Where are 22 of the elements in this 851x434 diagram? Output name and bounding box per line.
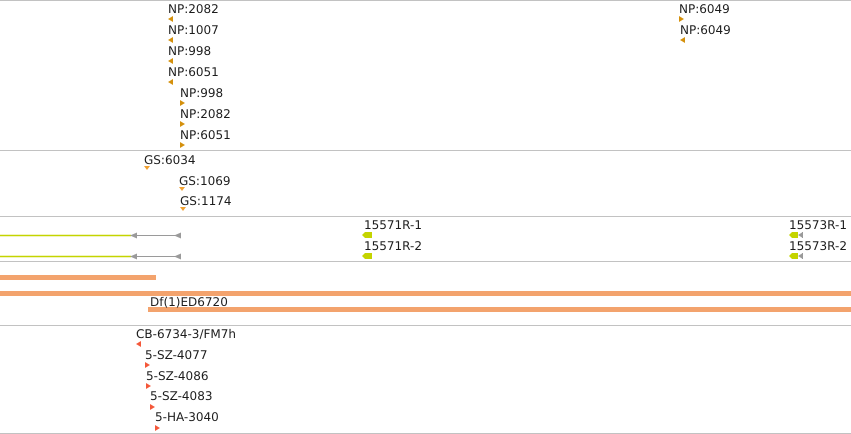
feature-label: 5-SZ-4086 (146, 368, 208, 383)
feature-label: CB-6734-3/FM7h (136, 326, 236, 341)
feature-label: Df(1)ED6720 (150, 294, 228, 309)
feature-label: 15571R-1 (364, 218, 422, 232)
feature-label: NP:2082 (180, 106, 231, 121)
feature-label: GS:6034 (144, 152, 196, 167)
feature-label: 15573R-1 (789, 218, 847, 232)
feature-label: GS:1174 (180, 194, 232, 208)
feature-label: NP:1007 (168, 22, 219, 37)
feature-label: NP:6051 (168, 64, 219, 79)
feature-label: NP:998 (168, 44, 212, 58)
feature-label: 15571R-2 (364, 238, 422, 253)
feature-label: 15573R-2 (789, 238, 847, 253)
feature-label: NP:6049 (680, 22, 731, 37)
feature-label: NP:6049 (679, 2, 730, 16)
feature-label: 5-SZ-4083 (150, 388, 212, 403)
feature-label: NP:2082 (168, 2, 219, 16)
feature-label: GS:1069 (179, 174, 230, 188)
feature-label: NP:998 (180, 86, 224, 100)
feature-label: 5-SZ-4077 (145, 348, 208, 362)
feature-label: 5-HA-3040 (155, 410, 219, 424)
feature-label: NP:6051 (180, 128, 231, 142)
